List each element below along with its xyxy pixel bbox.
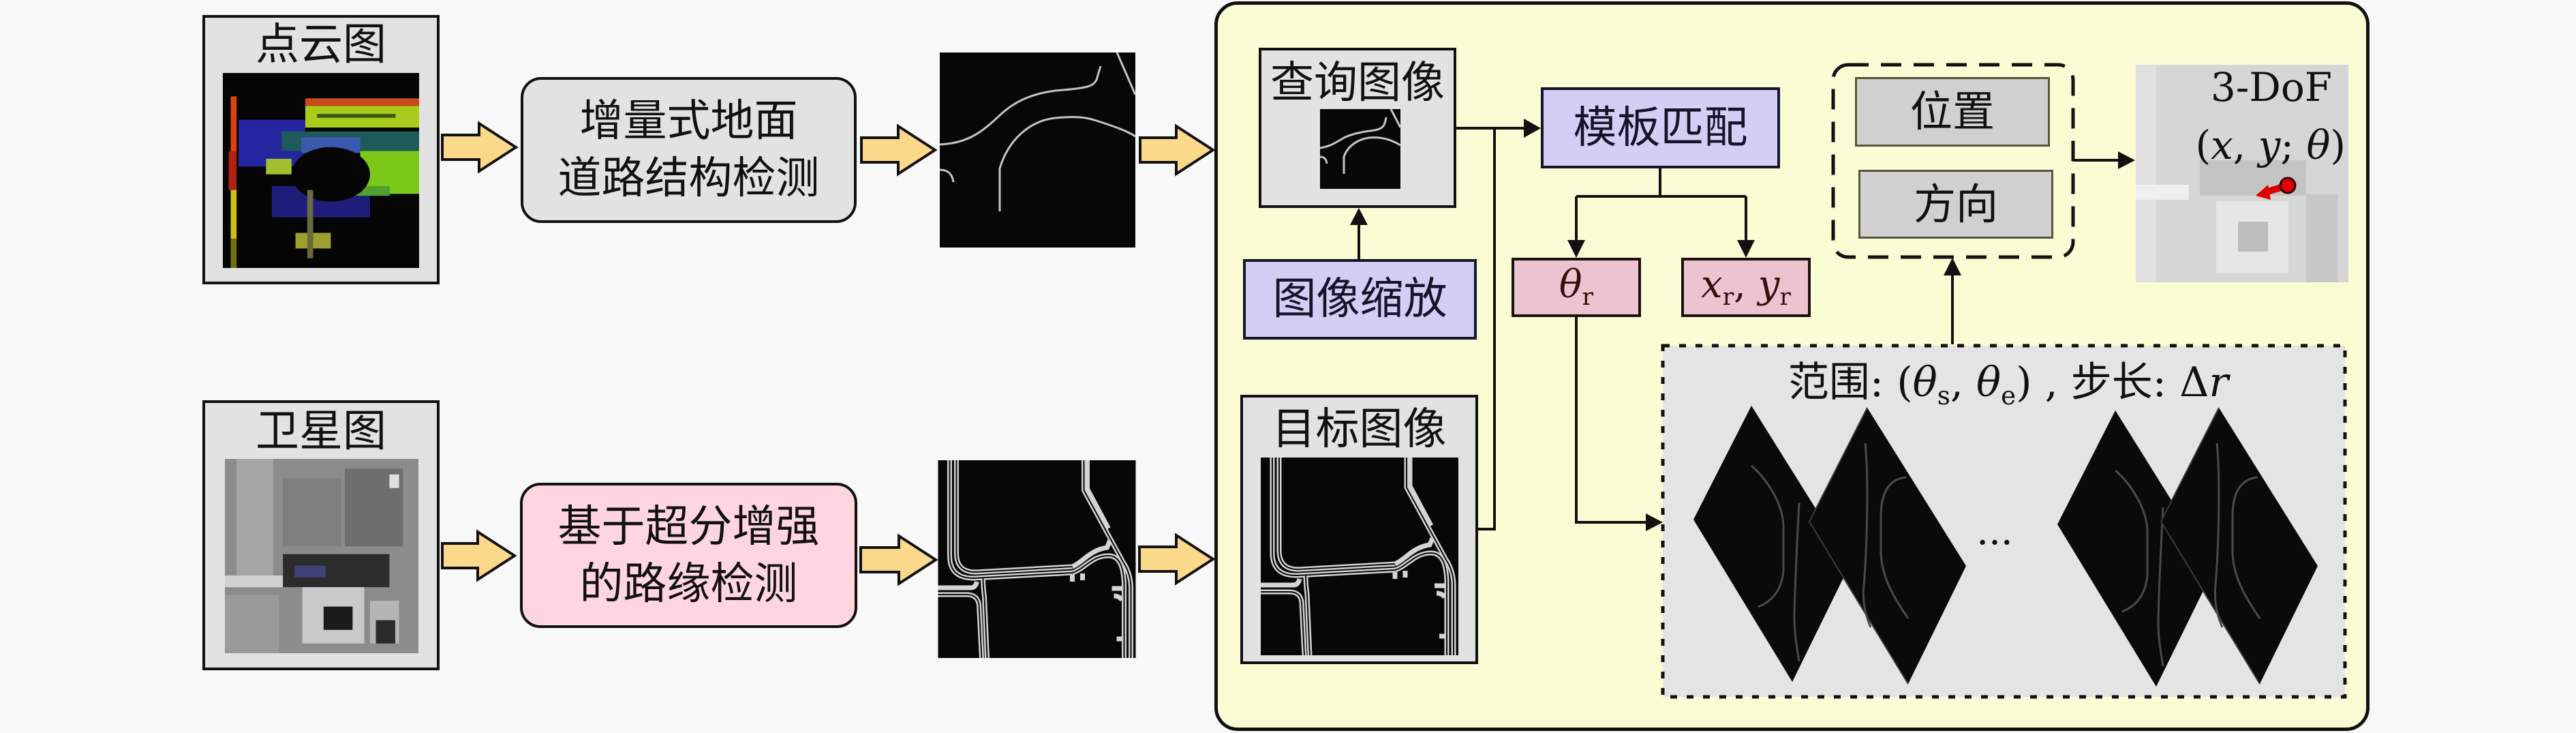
curb-detection-line2: 的路缘检测 — [579, 558, 798, 610]
query-image-panel: 查询图像 — [1259, 48, 1456, 208]
query-image — [1319, 108, 1402, 189]
block-arrow-right-icon — [1139, 123, 1216, 177]
y-subscript: r — [1779, 284, 1792, 312]
step-delta: Δ — [2179, 359, 2209, 406]
step-variable: r — [2209, 359, 2229, 406]
curb-detection-line1: 基于超分增强 — [557, 501, 820, 552]
search-range-title: 范围: (θs, θe) , 步长: Δr — [1663, 358, 2354, 412]
y-symbol: y — [1758, 263, 1780, 307]
range-start-subscript: s — [1937, 380, 1950, 410]
point-cloud-panel: 点云图 — [202, 15, 440, 284]
satellite-panel: 卫星图 — [202, 400, 440, 670]
pose-theta: θ — [2306, 122, 2331, 168]
curb-edge-image — [938, 460, 1136, 658]
query-image-title: 查询图像 — [1270, 58, 1445, 108]
range-comma: , — [1950, 359, 1976, 406]
curb-detection-box: 基于超分增强 的路缘检测 — [520, 483, 857, 628]
theta-subscript: r — [1582, 284, 1594, 312]
x-symbol: x — [1700, 263, 1723, 307]
pose-comma: , — [2233, 122, 2258, 168]
result-title: 3-DoF — [2210, 64, 2332, 110]
pose-semicolon: ; — [2280, 122, 2307, 168]
range-label: 范围: — [1788, 359, 1897, 406]
image-scaling-box: 图像缩放 — [1243, 259, 1477, 340]
ground-road-structure-line1: 增量式地面 — [579, 96, 798, 147]
block-arrow-right-icon — [441, 529, 517, 582]
x-subscript: r — [1722, 284, 1734, 312]
block-arrow-right-icon — [1138, 533, 1216, 586]
step-label: 步长: — [2070, 359, 2180, 406]
block-arrow-right-icon — [441, 121, 519, 174]
target-image-panel: 目标图像 — [1240, 395, 1478, 664]
xy-r-value: xr, yr — [1701, 256, 1791, 318]
road-structure-image — [939, 52, 1137, 248]
theta-r-value: θr — [1559, 256, 1593, 318]
pose-result-image — [2136, 65, 2348, 282]
pose-arrow-icon — [2256, 177, 2297, 200]
title-separator: , — [2031, 359, 2071, 406]
point-cloud-image — [223, 73, 419, 268]
range-close: ) — [2016, 359, 2032, 406]
paren-close: ) — [2330, 122, 2346, 168]
template-matching-label: 模板匹配 — [1573, 102, 1748, 153]
range-open: ( — [1897, 359, 1913, 406]
block-arrow-right-icon — [859, 533, 938, 586]
orientation-label: 方向 — [1913, 179, 1998, 229]
image-scaling-label: 图像缩放 — [1272, 274, 1447, 325]
target-image — [1261, 458, 1458, 655]
orientation-box: 方向 — [1858, 170, 2053, 239]
pose-y: y — [2258, 122, 2281, 168]
ellipsis: ... — [1976, 509, 2013, 554]
satellite-title: 卫星图 — [256, 406, 386, 457]
ground-road-structure-line2: 道路结构检测 — [557, 153, 820, 204]
xy-r-box: xr, yr — [1681, 258, 1811, 317]
position-label: 位置 — [1910, 87, 1995, 136]
point-cloud-title: 点云图 — [256, 20, 386, 70]
xy-separator: , — [1734, 263, 1758, 307]
range-theta-end: θ — [1976, 359, 2002, 406]
theta-r-box: θr — [1512, 258, 1641, 317]
position-box: 位置 — [1855, 77, 2050, 147]
satellite-image — [225, 459, 418, 653]
template-matching-box: 模板匹配 — [1541, 87, 1780, 168]
result-pose-formula: (x, y; θ) — [2136, 119, 2346, 171]
range-theta-start: θ — [1912, 359, 1937, 406]
ground-road-structure-detection-box: 增量式地面 道路结构检测 — [521, 77, 857, 223]
target-image-title: 目标图像 — [1272, 404, 1447, 455]
pose-x: x — [2211, 122, 2233, 168]
theta-symbol: θ — [1559, 263, 1582, 307]
block-arrow-right-icon — [860, 123, 938, 177]
paren-open: ( — [2195, 122, 2211, 168]
range-end-subscript: e — [2001, 380, 2017, 410]
